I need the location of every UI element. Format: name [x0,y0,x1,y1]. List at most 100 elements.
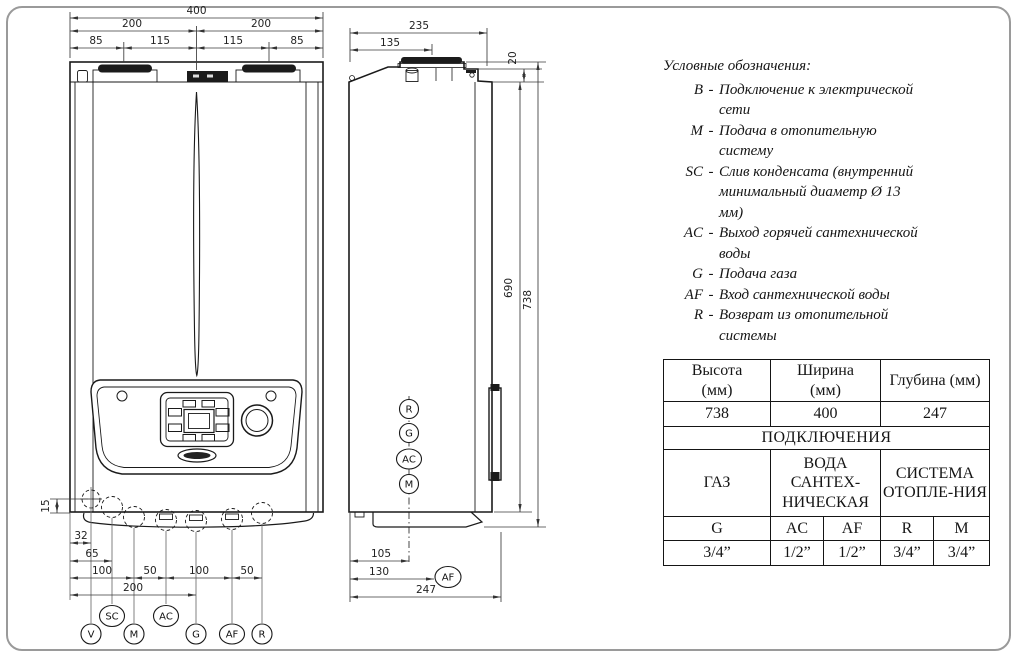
wall-bracket [488,384,502,481]
dim-85-left: 85 [89,35,102,47]
control-panel [90,379,303,475]
legend-item-m: M - Подача в отопительную систему [663,121,968,162]
col-header-width: Ширина (мм) [770,358,881,403]
port-col-r: R [880,516,934,542]
dim-20: 20 [507,51,519,64]
legend-key: AF [684,286,703,303]
legend-key: R [693,307,703,323]
control-knob [240,404,274,437]
front-seam [193,91,201,378]
dim-130: 130 [369,566,389,578]
side-port-labels [395,398,462,589]
port-col-af: AF [823,516,881,542]
port-r: R [259,630,266,641]
size-m: 3/4” [933,540,990,567]
side-port-af: AF [442,573,455,584]
front-dimensions [50,12,324,623]
dim-115-left: 115 [150,35,170,47]
legend-separator: - [708,266,714,282]
port-sc: SC [105,612,118,623]
dim-100-b: 100 [189,565,209,577]
legend-separator: - [708,163,714,180]
legend-key: B [693,81,703,98]
legend-separator: - [708,81,714,98]
value-width: 400 [770,401,881,428]
legend-separator: - [708,122,714,139]
dim-690: 690 [503,278,515,298]
port-col-m: M [933,516,990,542]
spec-table: Высота (мм) Ширина (мм) Глубина (мм) 738… [663,358,990,567]
legend-key: M [690,122,704,139]
legend-desc: Выход горячей сантехнической воды [719,225,918,262]
legend-item-af: AF - Вход сантехнической воды [663,285,968,306]
side-port-m: M [405,480,414,491]
legend-desc: Подключение к электрической сети [719,81,914,119]
side-dim-labels: 235 135 20 690 738 105 130 247 [369,20,534,596]
legend-item-g: G - Подача газа [663,264,968,285]
side-port-letters: R G AC M AF [402,405,454,584]
port-v: V [88,630,95,641]
dim-200-bottom: 200 [123,582,143,594]
dim-105: 105 [371,548,391,560]
side-port-r: R [406,405,413,416]
side-port-ac: AC [402,455,416,466]
value-height: 738 [663,401,771,428]
port-af: AF [226,630,239,641]
dim-50-b: 50 [240,565,253,577]
side-view [348,57,502,589]
dim-247: 247 [416,584,436,596]
dim-400: 400 [186,5,206,17]
dim-85-right: 85 [290,35,303,47]
legend-key: SC [685,163,703,180]
port-ac: AC [159,612,173,623]
group-gas: ГАЗ [663,449,771,518]
legend-desc: Вход сантехнической воды [719,286,890,303]
bottom-tray [82,512,315,528]
dim-200-right: 200 [251,18,271,30]
port-m: M [130,630,139,641]
dim-235: 235 [409,20,429,32]
front-port-labels [80,604,273,645]
legend-item-ac: AC - Выход горячей сантехнической воды [663,223,968,264]
display-panel [159,391,235,448]
legend-key: G [692,266,703,282]
port-col-ac: AC [770,516,824,542]
value-depth: 247 [880,401,990,428]
side-port-g: G [405,429,413,440]
size-r: 3/4” [880,540,934,567]
flue-collars [77,64,301,83]
technical-drawing: 400 200 200 85 115 115 85 15 32 65 100 5… [40,5,546,645]
legend-desc: Подача газа [719,266,798,282]
dim-50-a: 50 [143,565,156,577]
legend-item-b: B - Подключение к электрической сети [663,80,968,121]
legend-separator: - [708,307,714,323]
legend-item-r: R - Возврат из отопительной системы [663,305,968,346]
legend-separator: - [708,286,714,303]
legend-desc: Слив конденсата (внутренний минимальный … [719,163,914,221]
dim-115-right: 115 [223,35,243,47]
size-ac: 1/2” [770,540,824,567]
legend-separator: - [708,225,714,241]
size-af: 1/2” [823,540,881,567]
legend-item-sc: SC - Слив конденсата (внутренний минимал… [663,162,968,224]
connection-stubs [81,489,273,532]
dim-738: 738 [522,290,534,310]
port-g: G [192,630,200,641]
legend-key: AC [683,225,703,241]
legend: Условные обозначения: B - Подключение к … [663,56,968,346]
legend-title: Условные обозначения: [663,58,812,74]
dim-200-left: 200 [122,18,142,30]
port-col-g: G [663,516,771,542]
front-view [69,61,324,532]
legend-desc: Подача в отопительную систему [719,122,877,160]
dim-15: 15 [40,499,52,512]
dim-65: 65 [85,548,98,560]
brand-logo [177,448,217,463]
dim-100-a: 100 [92,565,112,577]
group-heating-system: СИСТЕМА ОТОПЛЕ-НИЯ [880,449,990,518]
front-port-letters: SC AC V M G AF R [88,612,266,641]
legend-desc: Возврат из отопительной системы [719,307,889,344]
front-dim-labels: 400 200 200 85 115 115 85 15 32 65 100 5… [40,5,304,594]
size-g: 3/4” [663,540,771,567]
